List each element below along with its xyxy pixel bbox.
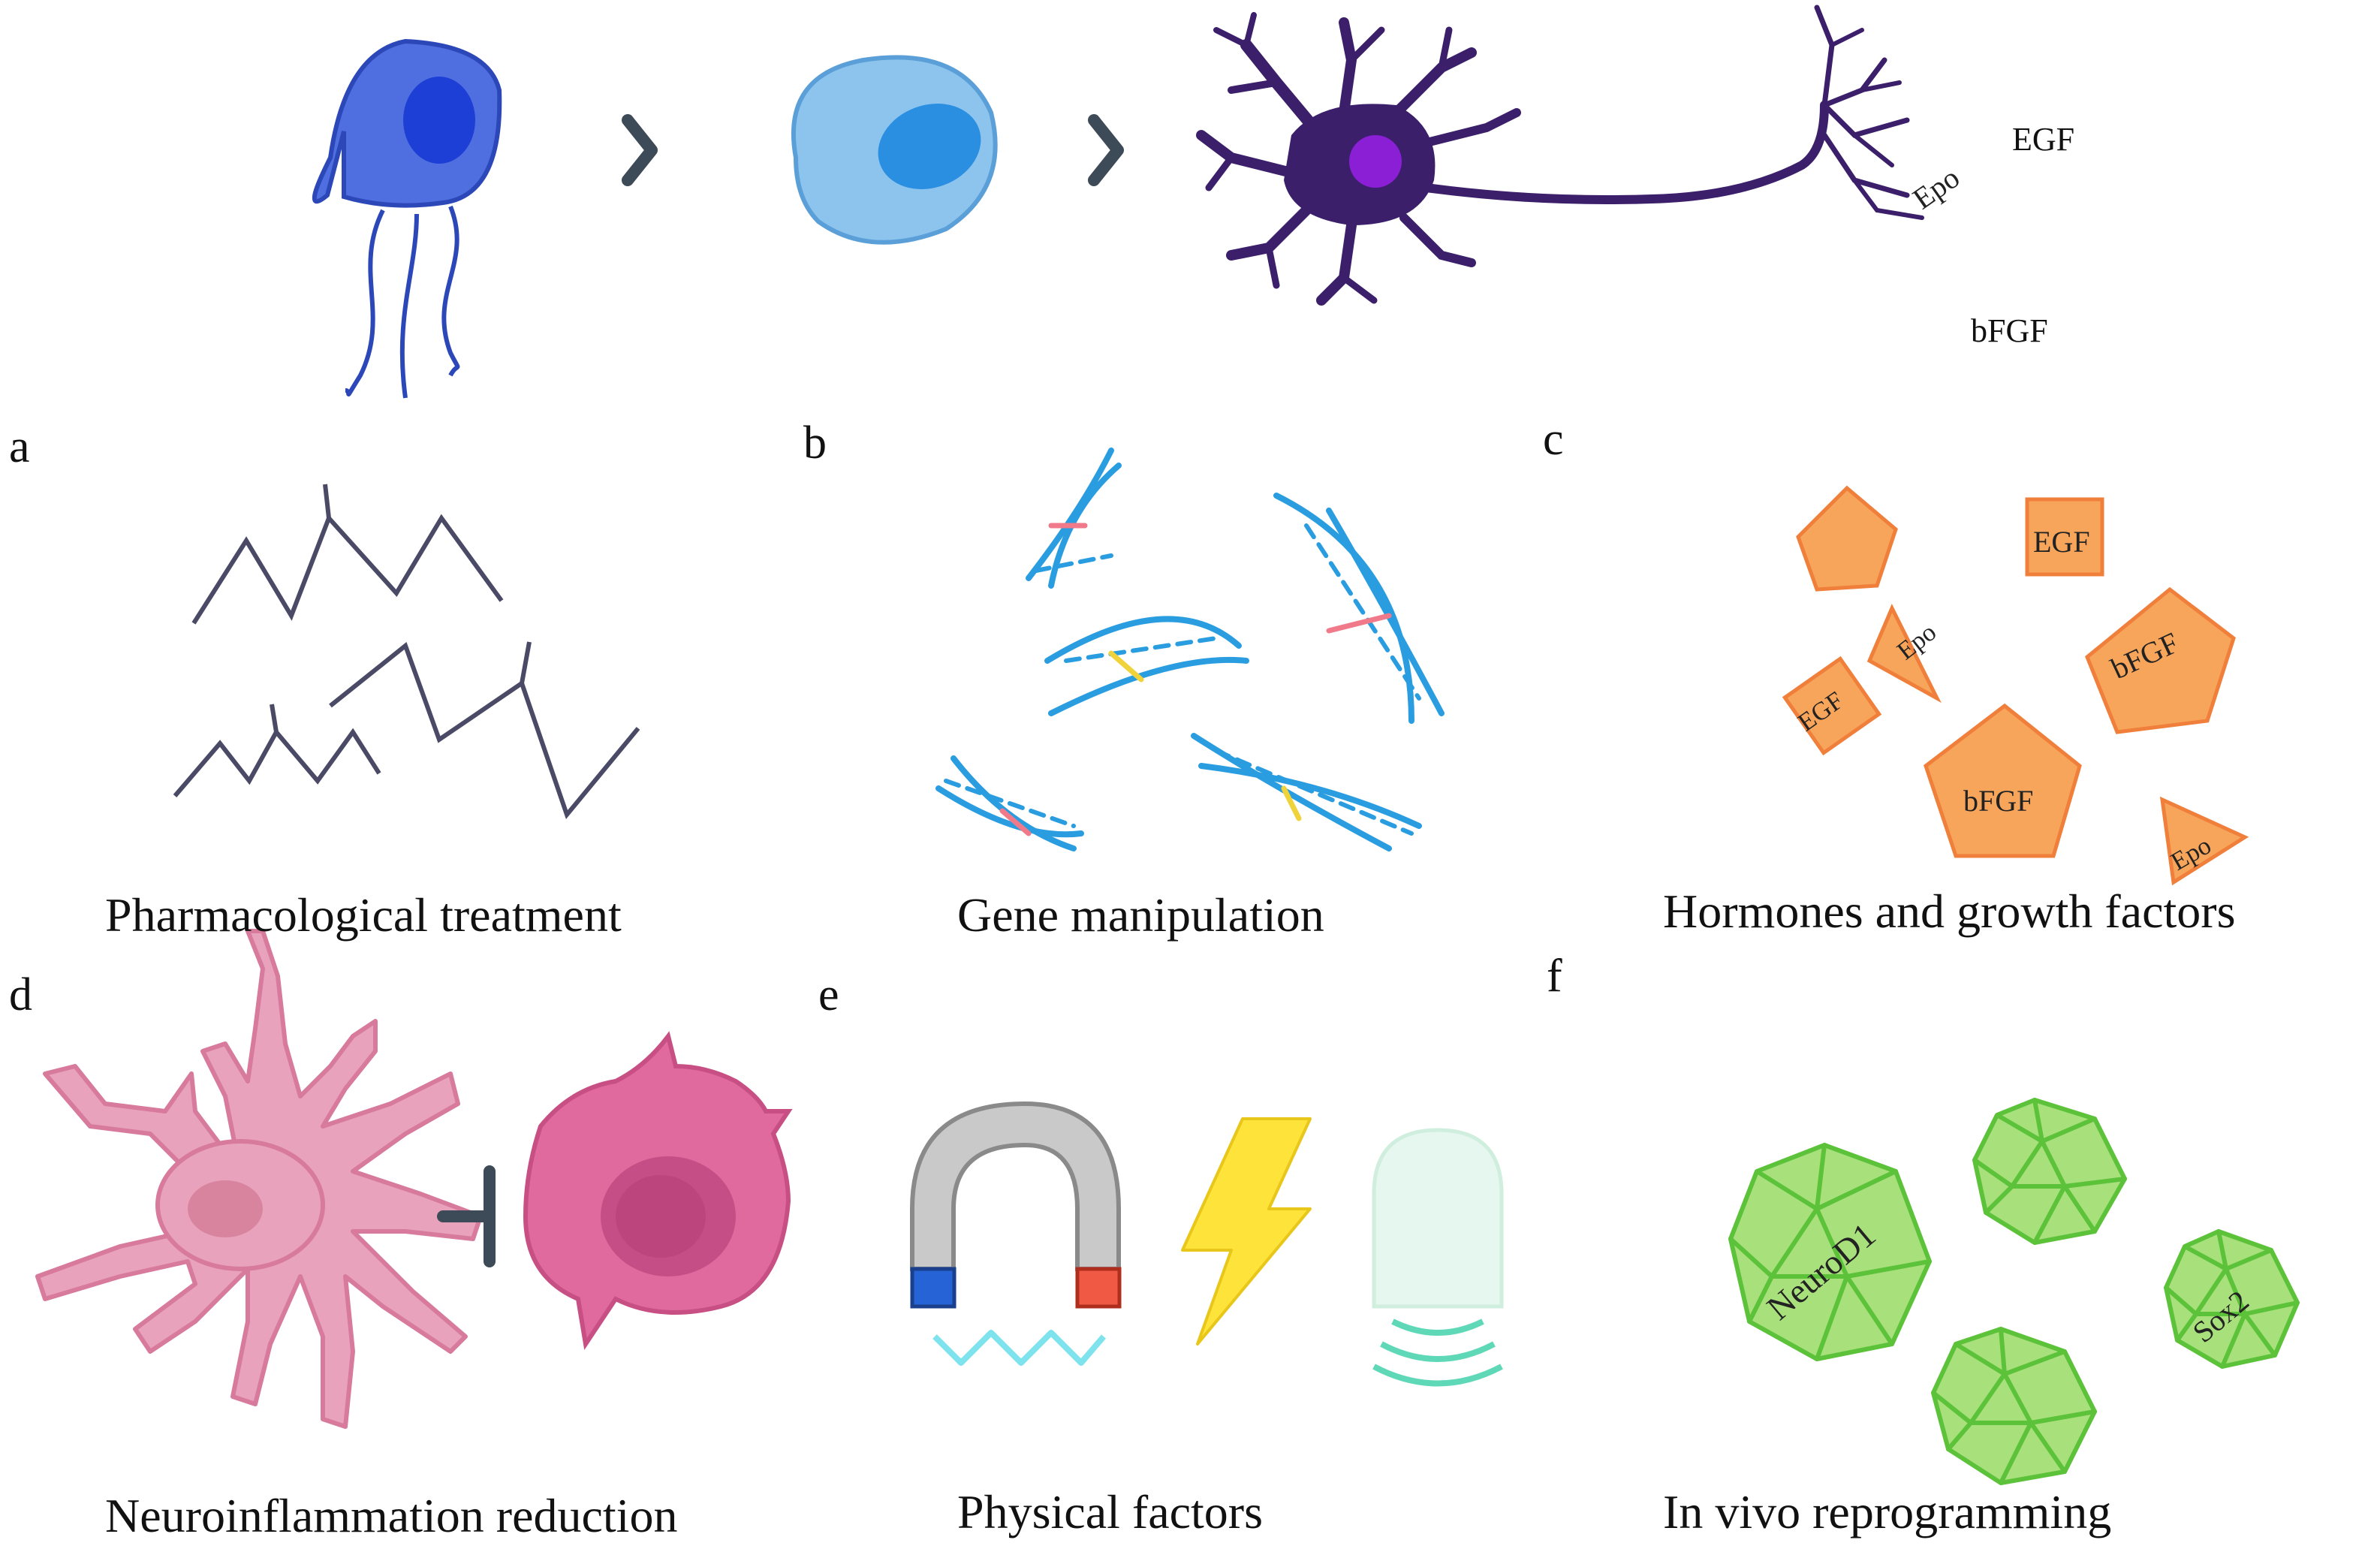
caption-physical-factors: Physical factors xyxy=(957,1485,1263,1538)
caption-neuroinflammation-reduction: Neuroinflammation reduction xyxy=(105,1489,677,1542)
top-label-egf: EGF xyxy=(2012,121,2074,158)
caption-in-vivo-reprogramming: In vivo reprogramming xyxy=(1663,1485,2111,1538)
arrow-right-icon xyxy=(622,114,658,186)
panel-letter-f: f xyxy=(1547,951,1562,1002)
panel-letter-b: b xyxy=(803,417,827,469)
lightning-icon xyxy=(1181,1117,1312,1346)
arrow-right-icon xyxy=(1088,114,1124,186)
dna-icon xyxy=(935,448,1445,851)
inhibition-icon xyxy=(437,1165,496,1267)
glia-cell-icon xyxy=(312,38,502,399)
growth-factor-icon xyxy=(1782,485,2249,886)
panel-letter-c: c xyxy=(1543,414,1564,465)
virus-icon xyxy=(1728,1098,2300,1485)
caption-hormones-growth-factors: Hormones and growth factors xyxy=(1663,884,2235,938)
panel-letter-d: d xyxy=(9,969,32,1020)
light-bulb-icon xyxy=(1372,1128,1504,1387)
astrocyte-icon xyxy=(35,929,483,1429)
molecule-icon xyxy=(173,484,640,820)
factor-label-bfgf-2: bFGF xyxy=(1963,784,2033,818)
caption-gene-manipulation: Gene manipulation xyxy=(957,888,1324,942)
microglia-icon xyxy=(523,1031,793,1350)
neuron-icon xyxy=(1196,5,1924,306)
factor-label-egf-1: EGF xyxy=(2033,525,2090,559)
caption-pharmacological-treatment: Pharmacological treatment xyxy=(105,888,622,942)
magnet-icon xyxy=(910,1101,1122,1366)
panel-letter-e: e xyxy=(818,969,839,1020)
top-label-epo: Epo xyxy=(1906,161,1966,216)
top-label-bfgf: bFGF xyxy=(1971,312,2048,349)
panel-letter-a: a xyxy=(9,421,30,472)
progenitor-cell-icon xyxy=(791,55,998,245)
